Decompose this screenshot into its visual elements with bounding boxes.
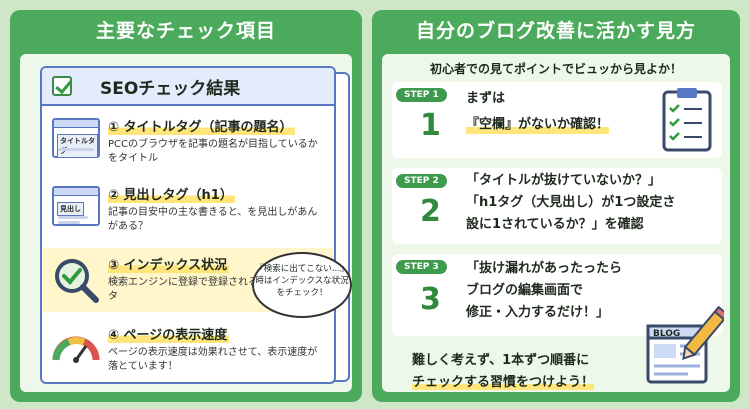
card-header: SEOチェック結果 xyxy=(42,68,334,106)
item-desc: PCCのブラウザを記事の題名が目指しているかをタイトル xyxy=(108,139,318,164)
item-title: ② 見出しタグ（h1） xyxy=(108,184,235,203)
right-panel: 自分のブログ改善に活かす見方 初心者での見てポイントでビュッから見よか！ STE… xyxy=(372,10,740,402)
step-text: まずは 『空欄』がないか確認！ xyxy=(466,91,610,134)
seo-check-card: SEOチェック結果 タイトルタグ ① タイトルタグ（記事の題名） PCCのブラウ… xyxy=(40,66,336,384)
speech-bubble: 『検索に出てこない…』時はインデックスな状況をチェック！ xyxy=(252,252,352,318)
check-item-page-speed: ④ ページの表示速度 ページの表示速度は効果れさせて、表示速度が落とています！ xyxy=(42,318,334,382)
step-number: 1 xyxy=(420,108,441,143)
clipboard-icon xyxy=(662,88,712,152)
blog-pencil-icon: BLOG xyxy=(646,305,724,384)
step-text: 「タイトルが抜けていないか？」 「h1タグ（大見出し）が1つ設定さ 設に1されて… xyxy=(466,173,676,232)
step-3: STEP 3 3 「抜け漏れがあったったら ブログの編集画面で 修正・入力するだ… xyxy=(392,254,722,336)
card-title: SEOチェック結果 xyxy=(100,79,241,99)
step-badge: STEP 2 xyxy=(396,174,447,188)
left-panel-title: 主要なチェック項目 xyxy=(95,20,276,42)
step-text: 「抜け漏れがあったったら ブログの編集画面で 修正・入力するだけ！」 xyxy=(466,261,623,320)
item-title: ① タイトルタグ（記事の題名） xyxy=(108,116,295,135)
left-panel: 主要なチェック項目 SEOチェック結果 タイトルタグ ① タイトルタグ（記事の題… xyxy=(10,10,362,402)
step-number: 3 xyxy=(420,282,441,317)
item-title: ③ インデックス状況 xyxy=(108,254,230,273)
checkbox-icon xyxy=(52,76,72,96)
right-panel-title: 自分のブログ改善に活かす見方 xyxy=(415,20,696,42)
left-panel-body: SEOチェック結果 タイトルタグ ① タイトルタグ（記事の題名） PCCのブラウ… xyxy=(20,54,352,392)
title-tag-icon: タイトルタグ xyxy=(52,118,100,162)
right-subtitle: 初心者での見てポイントでビュッから見よか！ xyxy=(429,62,682,76)
item-desc: ページの表示速度は効果れさせて、表示速度が落とています！ xyxy=(108,347,318,372)
item-desc: 検索エンジンに登録で登録されることがあっかタ xyxy=(108,277,318,302)
right-panel-body: 初心者での見てポイントでビュッから見よか！ STEP 1 1 まずは 『空欄』が… xyxy=(382,54,730,392)
blog-label: BLOG xyxy=(653,329,680,339)
check-item-heading-tag: 見出し ② 見出しタグ（h1） 記事の目安中の主な書きると、を見出しがあんがある… xyxy=(42,178,334,242)
step-badge: STEP 3 xyxy=(396,260,447,274)
magnifier-check-icon xyxy=(52,256,100,303)
step-2: STEP 2 2 「タイトルが抜けていないか？」 「h1タグ（大見出し）が1つ設… xyxy=(392,168,722,244)
step-badge: STEP 1 xyxy=(396,88,447,102)
bottom-message: 難しく考えず、1本ずつ順番に チェックする習慣をつけよう！ xyxy=(412,353,595,390)
step-number: 2 xyxy=(420,194,441,229)
item-title: ④ ページの表示速度 xyxy=(108,324,230,343)
check-item-title-tag: タイトルタグ ① タイトルタグ（記事の題名） PCCのブラウザを記事の題名が目指… xyxy=(42,110,334,174)
speedometer-icon xyxy=(52,326,100,370)
step-1: STEP 1 1 まずは 『空欄』がないか確認！ xyxy=(392,82,722,158)
item-desc: 記事の目安中の主な書きると、を見出しがあんがある？ xyxy=(108,207,318,232)
heading-tag-icon: 見出し xyxy=(52,186,100,230)
